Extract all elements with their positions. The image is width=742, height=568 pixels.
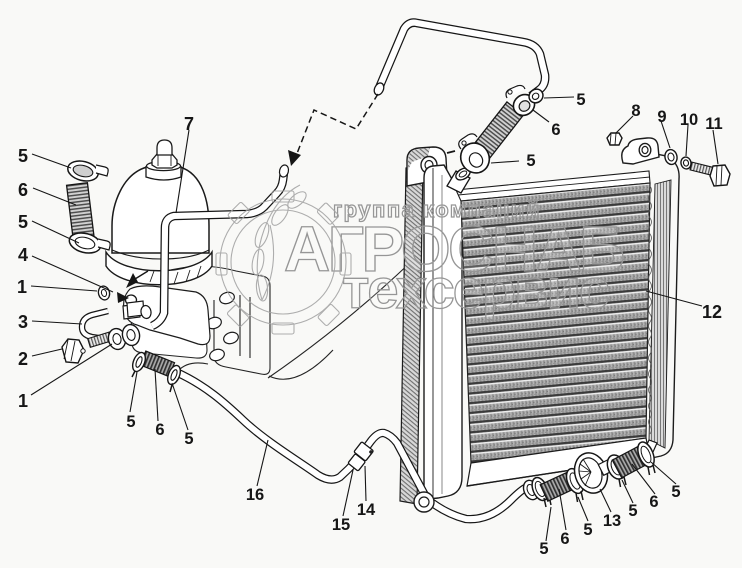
svg-text:12: 12 [702, 302, 722, 322]
svg-text:5: 5 [576, 91, 585, 109]
svg-text:11: 11 [705, 115, 722, 133]
svg-text:6: 6 [649, 493, 658, 511]
svg-text:5: 5 [18, 212, 28, 232]
svg-text:14: 14 [357, 501, 376, 519]
svg-text:5: 5 [628, 502, 637, 520]
svg-text:6: 6 [551, 121, 560, 139]
svg-text:5: 5 [583, 521, 592, 539]
svg-text:3: 3 [18, 312, 28, 332]
svg-text:5: 5 [184, 430, 193, 448]
svg-text:5: 5 [526, 152, 535, 170]
svg-text:6: 6 [18, 180, 28, 200]
svg-text:1: 1 [18, 391, 28, 411]
svg-text:16: 16 [246, 486, 264, 504]
svg-text:6: 6 [560, 530, 569, 548]
svg-text:13: 13 [603, 512, 621, 530]
svg-text:5: 5 [539, 540, 548, 558]
svg-text:2: 2 [18, 349, 28, 369]
svg-text:5: 5 [126, 413, 135, 431]
svg-text:9: 9 [657, 108, 666, 126]
svg-text:15: 15 [332, 516, 350, 534]
svg-text:8: 8 [631, 102, 640, 120]
svg-text:группа компаний: группа компаний [333, 197, 541, 222]
svg-text:10: 10 [680, 111, 698, 129]
svg-text:7: 7 [184, 114, 194, 134]
svg-text:5: 5 [671, 483, 680, 501]
svg-text:5: 5 [18, 146, 28, 166]
svg-text:1: 1 [17, 277, 27, 297]
svg-text:техсервис: техсервис [342, 257, 609, 320]
svg-text:4: 4 [18, 245, 28, 265]
svg-text:6: 6 [155, 421, 164, 439]
